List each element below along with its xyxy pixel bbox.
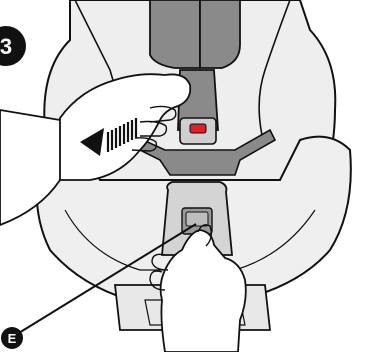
step-badge: 3 bbox=[0, 26, 26, 66]
step-number: 3 bbox=[0, 34, 12, 59]
buckle-release-button bbox=[190, 124, 206, 133]
callout-letter: E bbox=[8, 331, 17, 346]
adjuster-strap-tab bbox=[186, 212, 208, 226]
shoulder-strap-right bbox=[200, 0, 240, 68]
shoulder-strap-left bbox=[150, 0, 200, 68]
callout-badge: E bbox=[1, 327, 23, 349]
